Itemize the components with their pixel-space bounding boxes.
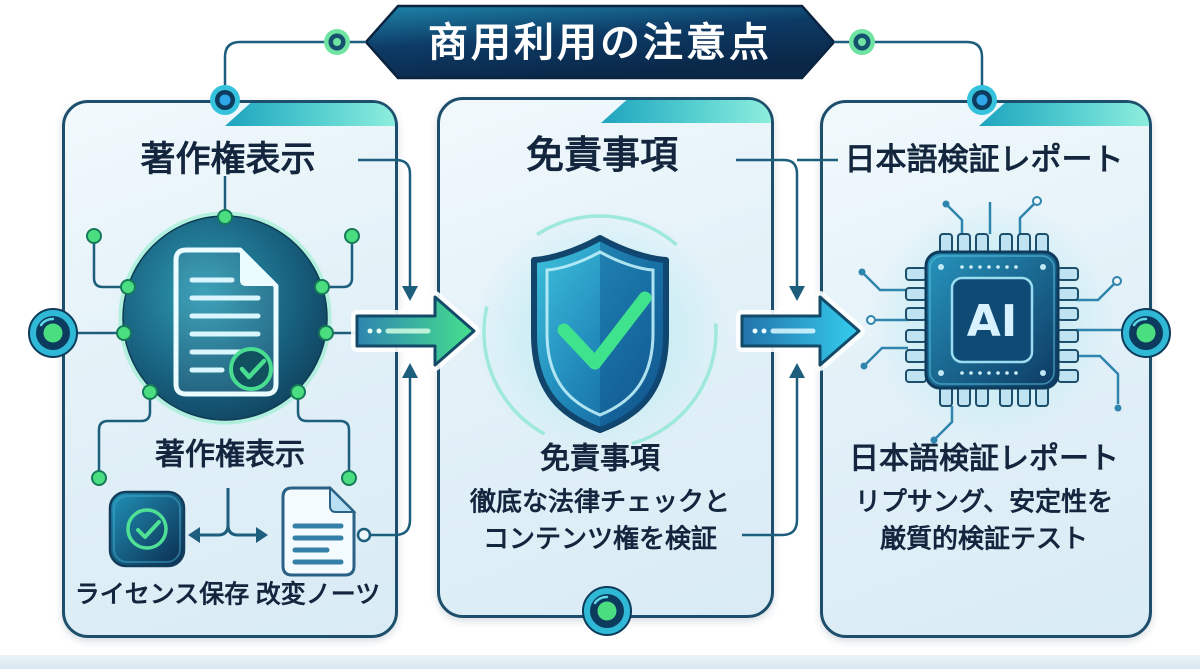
panel-accent-ribbon [979, 103, 1149, 126]
panel-copyright [62, 100, 398, 638]
panel3-description-line2: 厳質的検証テスト [879, 524, 1089, 555]
down-arrow-head [402, 286, 418, 301]
up-arrow-head [789, 363, 805, 378]
panel1-item2-label: 改変ノーツ [255, 579, 381, 609]
panel1-header: 著作権表示 [140, 139, 316, 180]
down-arrow-head [789, 286, 805, 301]
panel-report [820, 100, 1152, 638]
panel3-header: 日本語検証レポート [844, 141, 1124, 178]
panel1-caption: 著作権表示 [155, 437, 305, 473]
panel1-item1-label: ライセンス保存 [74, 579, 250, 609]
bottom-strip [0, 655, 1200, 669]
panel2-description-line2: コンテンツ権を検証 [482, 524, 718, 555]
banner-node-right-icon [849, 29, 875, 55]
title: 商用利用の注意点 [428, 20, 772, 66]
panel2-description-line1: 徹底な法律チェックと [469, 487, 731, 518]
banner-node-left-icon [324, 29, 350, 55]
panel2-caption: 免責事項 [540, 441, 660, 477]
panel2-header: 免責事項 [525, 133, 679, 178]
panel3-caption: 日本語検証レポート [849, 441, 1119, 477]
up-arrow-head [402, 363, 418, 378]
panel-accent-ribbon [601, 100, 771, 123]
panel3-description-line1: リプサング、安定性を [854, 487, 1114, 518]
panel-accent-ribbon [225, 103, 395, 126]
